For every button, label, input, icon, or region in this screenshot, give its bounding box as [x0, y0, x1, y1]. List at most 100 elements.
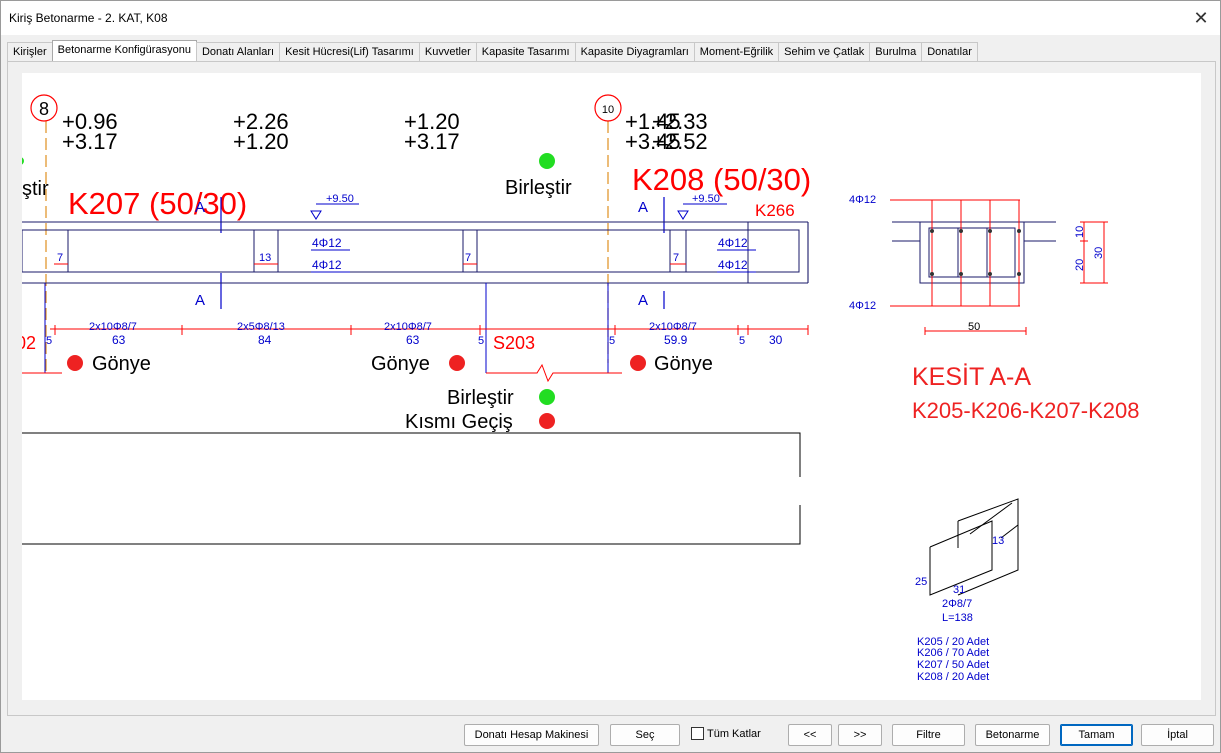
tab-sehim-catlak[interactable]: Sehim ve Çatlak	[778, 42, 871, 63]
stirrup-label-4: 2x10Φ8/7	[649, 321, 697, 333]
gonye-dot-1[interactable]	[67, 355, 83, 371]
section-mark-4: A	[638, 292, 648, 309]
drawing-canvas[interactable]: 8 10 +0.96 +3.17 +2.26 +1.20 +1.20 +3.17…	[16, 73, 1201, 700]
tab-betonarme-konfigurasyonu[interactable]: Betonarme Konfigürasyonu	[51, 40, 197, 63]
filtre-button[interactable]: Filtre	[892, 724, 965, 746]
window-title: Kiriş Betonarme - 2. KAT, K08	[9, 11, 168, 25]
stirrup-label: 2Φ8/7	[942, 598, 972, 610]
section-bar-5	[930, 272, 934, 276]
level-2: +3.17	[62, 129, 118, 154]
betonarme-button[interactable]: Betonarme	[975, 724, 1050, 746]
stirrup-hook-3	[1000, 524, 1019, 539]
dim-end-1: 5	[46, 335, 52, 347]
dim-small-3: 7	[465, 252, 471, 264]
length-4: 59.9	[664, 333, 688, 347]
tab-donati-alanlari[interactable]: Donatı Alanları	[195, 42, 281, 63]
level-6: +3.17	[404, 129, 460, 154]
tab-kapasite-diyagramlari[interactable]: Kapasite Diyagramları	[574, 42, 695, 63]
gonye-label-3: Gönye	[654, 353, 713, 375]
birlestir-partial-label: ştir	[22, 178, 49, 200]
next-button[interactable]: >>	[838, 724, 882, 746]
kismi-gecis-label: Kısmı Geçiş	[405, 411, 513, 433]
section-mark-3: A	[638, 199, 648, 216]
level-1: +0.96	[62, 109, 118, 134]
section-bar-2	[959, 229, 963, 233]
axis-circle-right	[594, 94, 622, 122]
stirrup-dim-25: 25	[915, 576, 927, 588]
length-2: 84	[258, 333, 272, 347]
close-icon[interactable]: ✕	[1193, 7, 1209, 28]
section-title: KESİT A-A	[912, 362, 1031, 391]
sec-button[interactable]: Seç	[610, 724, 680, 746]
tab-strip: Kirişler Betonarme Konfigürasyonu Donatı…	[7, 40, 978, 63]
kismi-gecis-dot[interactable]	[539, 413, 555, 429]
tab-moment-egrilik[interactable]: Moment-Eğrilik	[693, 42, 780, 63]
section-height-label: 30	[1093, 247, 1105, 259]
tum-katlar-checkbox[interactable]: Tüm Katlar	[691, 727, 761, 740]
gonye-label-1: Gönye	[92, 353, 151, 375]
tab-burulma[interactable]: Burulma	[869, 42, 923, 63]
section-slab-right	[1023, 240, 1056, 251]
edge-marker-1	[16, 157, 24, 165]
stirrup-dim-31: 31	[953, 584, 965, 596]
section-width-label: 50	[968, 321, 980, 333]
support-left-label: 02	[22, 333, 36, 353]
elev-text-right: +9.50	[692, 193, 720, 205]
dim-end-2: 5	[478, 335, 484, 347]
checkbox-box[interactable]	[691, 727, 704, 740]
count-k206: K206 / 70 Adet	[917, 647, 989, 659]
gonye-dot-2[interactable]	[449, 355, 465, 371]
dim-end-4: 5	[739, 335, 745, 347]
elev-marker-left	[310, 210, 322, 220]
birlestir-dot-bottom[interactable]	[539, 389, 555, 405]
stirrup-label-1: 2x10Φ8/7	[89, 321, 137, 333]
section-beams: K205-K206-K207-K208	[912, 398, 1140, 423]
level-8: +3.45	[625, 129, 681, 154]
level-7: +1.45	[625, 109, 681, 134]
button-bar: Donatı Hesap Makinesi Seç Tüm Katlar << …	[1, 719, 1220, 751]
level-4: +1.20	[233, 129, 289, 154]
dim-end-3: 5	[609, 335, 615, 347]
axis-label-right: 10	[602, 104, 614, 116]
stirrup-label-2: 2x5Φ8/13	[237, 321, 285, 333]
rebar-bottom-left: 4Φ12	[312, 258, 342, 272]
section-h2-label: 10	[1074, 226, 1086, 238]
donati-hesap-makinesi-button[interactable]: Donatı Hesap Makinesi	[464, 724, 599, 746]
rebar-top-left: 4Φ12	[312, 236, 342, 250]
section-bar-8	[1017, 272, 1021, 276]
tab-donatilar[interactable]: Donatılar	[921, 42, 978, 63]
level-overlap-2: +2.52	[652, 129, 708, 154]
beam-name-left: K207 (50/30)	[68, 186, 247, 221]
level-3: +2.26	[233, 109, 289, 134]
section-top-rebar: 4Φ12	[849, 194, 876, 206]
axis-circle-left	[30, 94, 58, 122]
length-5: 30	[769, 333, 783, 347]
stirrup-label-3: 2x10Φ8/7	[384, 321, 432, 333]
dim-small-4: 7	[673, 252, 679, 264]
rebar-bottom-right: 4Φ12	[718, 258, 748, 272]
section-mark-2: A	[195, 292, 205, 309]
section-slab-left	[892, 240, 921, 251]
birlestir-dot-top[interactable]	[539, 153, 555, 169]
beam-drawing: 8 10 +0.96 +3.17 +2.26 +1.20 +1.20 +3.17…	[16, 94, 1140, 683]
iptal-button[interactable]: İptal	[1141, 724, 1214, 746]
section-bar-7	[988, 272, 992, 276]
level-overlap-1: +2.33	[652, 109, 708, 134]
tab-kesit-hucresi[interactable]: Kesit Hücresi(Lif) Tasarımı	[279, 42, 420, 63]
prev-button[interactable]: <<	[788, 724, 832, 746]
count-k205: K205 / 20 Adet	[917, 636, 989, 648]
section-bar-3	[988, 229, 992, 233]
gonye-dot-3[interactable]	[630, 355, 646, 371]
elev-marker-right	[677, 210, 689, 220]
section-stirrup	[928, 227, 1016, 278]
beam-inner-rect	[21, 229, 800, 273]
tab-kapasite-tasarimi[interactable]: Kapasite Tasarımı	[475, 42, 576, 63]
tab-kuvvetler[interactable]: Kuvvetler	[418, 42, 477, 63]
tab-kirisler[interactable]: Kirişler	[7, 42, 53, 63]
section-h1-label: 20	[1074, 259, 1086, 271]
length-1: 63	[112, 333, 126, 347]
tamam-button[interactable]: Tamam	[1060, 724, 1133, 746]
rebar-top-right: 4Φ12	[718, 236, 748, 250]
support-mid-label: S203	[493, 333, 535, 353]
stirrup-length: L=138	[942, 612, 973, 624]
